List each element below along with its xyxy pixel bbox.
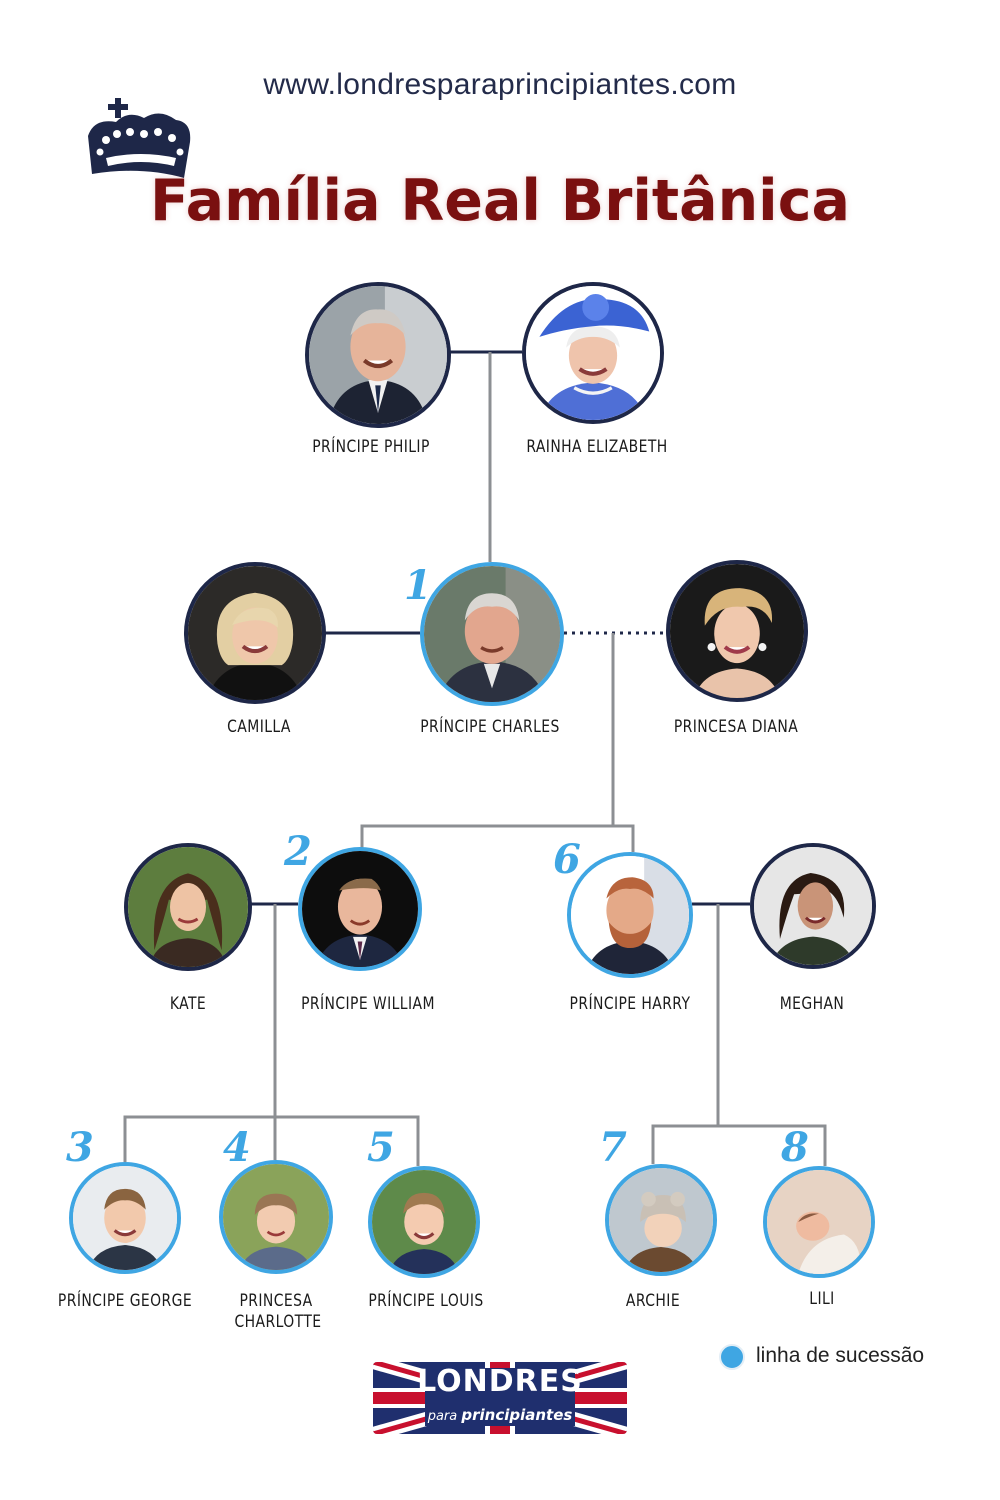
name-louis: PRÍNCIPE LOUIS: [368, 1291, 484, 1311]
portrait-diana-image: [670, 564, 804, 698]
name-charles: PRÍNCIPE CHARLES: [420, 717, 560, 737]
name-william: PRÍNCIPE WILLIAM: [301, 994, 435, 1014]
children-bar-william: [123, 1115, 420, 1166]
portrait-lili: [763, 1166, 875, 1278]
portrait-archie: [605, 1164, 717, 1276]
portrait-charlotte-image: [223, 1164, 329, 1270]
portrait-harry-image: [571, 856, 689, 974]
portrait-kate: [124, 843, 252, 971]
portrait-elizabeth: [522, 282, 664, 424]
portrait-louis: [368, 1166, 480, 1278]
succession-number-william: 2: [284, 828, 312, 875]
portrait-kate-image: [128, 847, 248, 967]
succession-number-george: 3: [66, 1124, 94, 1171]
succession-number-lili: 8: [781, 1124, 809, 1171]
logo-subtitle: para principiantes: [373, 1406, 627, 1424]
portrait-camilla-image: [188, 566, 322, 700]
logo-word: LONDRES: [417, 1364, 583, 1399]
portrait-archie-image: [609, 1168, 713, 1272]
name-charlotte-line1: PRINCESA: [239, 1291, 313, 1311]
portrait-george: [69, 1162, 181, 1274]
succession-number-louis: 5: [367, 1124, 395, 1171]
children-bar-harry: [651, 1124, 827, 1166]
portrait-lili-image: [767, 1170, 871, 1274]
name-meghan: MEGHAN: [779, 994, 845, 1014]
name-diana: PRINCESA DIANA: [673, 717, 799, 737]
name-charlotte-line2: CHARLOTTE: [234, 1312, 322, 1332]
child-line-william: [360, 633, 615, 848]
name-camilla: CAMILLA: [227, 717, 291, 737]
union-jack-flag: [373, 1362, 627, 1434]
logo-sub-bold: principiantes: [461, 1406, 573, 1424]
succession-number-harry: 6: [553, 836, 581, 883]
portrait-camilla: [184, 562, 326, 704]
portrait-philip-image: [309, 286, 447, 424]
child-line-harry: [613, 824, 635, 852]
page-title: Família Real Britânica: [150, 168, 850, 234]
portrait-harry: [567, 852, 693, 978]
name-lili: LILI: [809, 1289, 835, 1309]
portrait-charles-image: [424, 566, 560, 702]
succession-number-charlotte: 4: [223, 1124, 251, 1171]
succession-legend-dot: [719, 1344, 745, 1370]
website-url[interactable]: www.londresparaprincipiantes.com: [263, 68, 737, 101]
portrait-charles: [420, 562, 564, 706]
portrait-louis-image: [372, 1170, 476, 1274]
crown-icon: [88, 98, 191, 178]
portrait-charlotte: [219, 1160, 333, 1274]
portrait-meghan-image: [754, 847, 872, 965]
name-harry: PRÍNCIPE HARRY: [569, 994, 691, 1014]
portrait-philip: [305, 282, 451, 428]
portrait-george-image: [73, 1166, 177, 1270]
succession-number-archie: 7: [599, 1124, 627, 1171]
name-elizabeth: RAINHA ELIZABETH: [526, 437, 668, 457]
portrait-william-image: [302, 851, 418, 967]
succession-number-charles: 1: [404, 562, 432, 609]
londres-logo[interactable]: LONDRES para principiantes: [373, 1362, 627, 1434]
name-archie: ARCHIE: [625, 1291, 681, 1311]
name-philip: PRÍNCIPE PHILIP: [312, 437, 430, 457]
name-kate: KATE: [169, 994, 207, 1014]
portrait-meghan: [750, 843, 876, 969]
portrait-william: [298, 847, 422, 971]
succession-legend-label: linha de sucessão: [756, 1344, 925, 1367]
portrait-diana: [666, 560, 808, 702]
portrait-elizabeth-image: [526, 286, 660, 420]
logo-sub-small: para: [427, 1409, 458, 1424]
name-george: PRÍNCIPE GEORGE: [57, 1291, 193, 1311]
